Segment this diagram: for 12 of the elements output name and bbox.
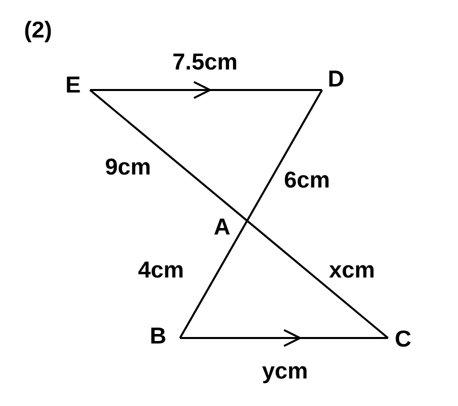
text-label: A (214, 216, 230, 238)
text-label: 6cm (284, 168, 330, 192)
text-label: E (65, 74, 81, 96)
text-label: (2) (24, 18, 52, 42)
text-label: 4cm (138, 258, 184, 282)
text-label: B (150, 324, 166, 348)
text-label: 9cm (104, 156, 152, 178)
text-label: ycm (262, 360, 308, 382)
text-label: 7.5cm (172, 50, 238, 74)
text-label: xcm (328, 258, 376, 282)
text-label: D (328, 68, 344, 90)
text-label: C (394, 328, 412, 350)
